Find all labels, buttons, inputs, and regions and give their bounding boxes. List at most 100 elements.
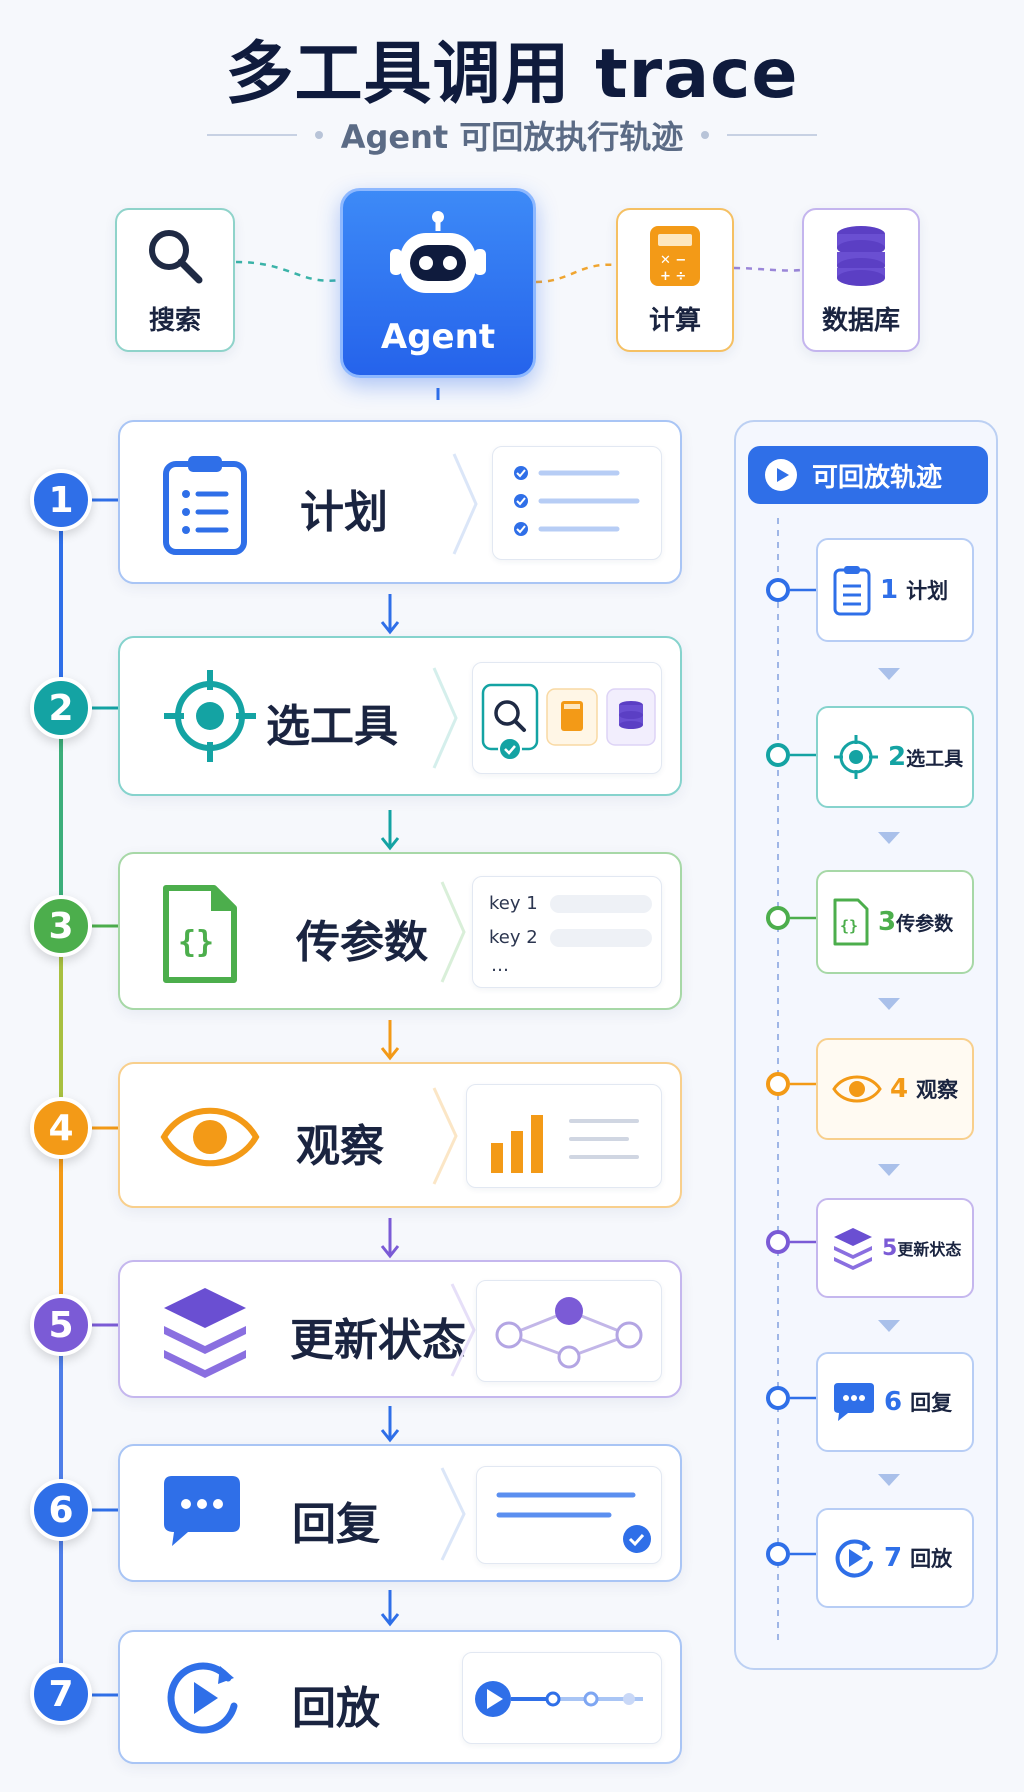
param-row-2: key 2 [489, 927, 652, 948]
page-subtitle: Agent 可回放执行轨迹 [340, 118, 684, 156]
replay-num-4: 4 [890, 1074, 909, 1104]
agent-label: Agent [380, 317, 496, 357]
chevron-right-icon [452, 453, 478, 555]
step-3-params-panel: key 1 key 2 … [472, 876, 662, 988]
replay-item-7[interactable]: 7 回放 [816, 1508, 974, 1608]
arrow-2-3 [380, 810, 400, 851]
param-value-2 [549, 928, 652, 947]
replay-label-4: 观察 [916, 1078, 959, 1102]
replay-item-5[interactable]: 5 更新状态 [816, 1198, 974, 1298]
checklist-graphic [514, 466, 640, 536]
chevron-right-icon [440, 881, 466, 983]
step-4-card: 观察 [118, 1062, 682, 1208]
eye-icon [832, 1075, 882, 1103]
eye-icon [160, 1107, 260, 1167]
replay-label-5: 更新状态 [897, 1240, 962, 1259]
target-icon [834, 735, 878, 779]
svg-text:{}: {} [178, 925, 214, 960]
replay-dashed-line [777, 518, 816, 1642]
tool-selection-graphic [481, 683, 656, 761]
svg-text:{}: {} [840, 917, 858, 935]
replay-label-6: 回复 [910, 1391, 953, 1415]
svg-text:✕ −: ✕ − [660, 253, 686, 268]
param-ellipsis: … [491, 955, 509, 976]
replay-item-4[interactable]: 4 观察 [816, 1038, 974, 1140]
arrow-5-6 [380, 1406, 400, 1443]
replay-header: 可回放轨迹 [748, 446, 988, 504]
agent-down-arrow [436, 388, 440, 400]
clipboard-icon [833, 566, 871, 616]
divider-right [727, 134, 818, 136]
replay-dot-6 [766, 1386, 790, 1410]
step-7-label: 回放 [292, 1683, 380, 1734]
code-file-icon: {} [163, 885, 237, 983]
step-1-checklist-panel [492, 446, 662, 560]
replay-num-6: 6 [884, 1387, 903, 1417]
replay-num-1: 1 [880, 575, 899, 605]
replay-item-1[interactable]: 1 计划 [816, 538, 974, 642]
step-4-results-panel [466, 1084, 662, 1188]
tool-connectors [235, 260, 803, 400]
replay-dot-3 [766, 906, 790, 930]
chevron-right-icon [432, 1087, 458, 1185]
code-file-icon: {} [833, 898, 869, 946]
replay-arrow-5 [878, 1320, 900, 1332]
chevron-right-icon [432, 667, 458, 769]
step-7-playback-panel [462, 1652, 662, 1744]
step-1-label: 计划 [300, 487, 388, 538]
tool-calc-label: 计算 [648, 305, 701, 336]
param-key-2: key 2 [489, 927, 538, 948]
replay-num-5: 5 [882, 1235, 898, 1261]
replay-arrow-3 [878, 998, 900, 1010]
replay-dot-1 [766, 578, 790, 602]
param-value-1 [549, 894, 652, 913]
replay-item-2[interactable]: 2 选工具 [816, 706, 974, 808]
step-2-tools-panel [472, 662, 662, 774]
step-6-label: 回复 [292, 1499, 380, 1550]
replay-label-3: 传参数 [896, 912, 954, 935]
replay-icon [835, 1539, 873, 1578]
replay-dot-4 [766, 1072, 790, 1096]
replay-item-6[interactable]: 6 回复 [816, 1352, 974, 1452]
arrow-3-4 [380, 1020, 400, 1061]
page-title: 多工具调用 trace [225, 35, 799, 114]
replay-item-3[interactable]: {} 3 传参数 [816, 870, 974, 974]
arrow-6-7 [380, 1590, 400, 1627]
step-4-badge: 4 [30, 1097, 92, 1159]
layers-icon [834, 1228, 872, 1270]
calculator-icon: ✕ − + ÷ [650, 225, 700, 286]
tool-search-card: 搜索 [115, 208, 235, 352]
arrow-4-5 [380, 1218, 400, 1259]
step-2-label: 选工具 [266, 701, 398, 752]
database-icon [837, 225, 885, 286]
step-3-card: {} 传参数 key 1 key 2 … [118, 852, 682, 1010]
param-row-1: key 1 [489, 893, 652, 914]
target-icon [164, 670, 256, 762]
step-6-badge: 6 [30, 1479, 92, 1541]
step-1-badge: 1 [30, 469, 92, 531]
replay-label-7: 回放 [910, 1547, 953, 1571]
state-graph-graphic [495, 1297, 643, 1369]
db-connector [733, 266, 803, 272]
tool-calc-card: ✕ − + ÷ 计算 [616, 208, 734, 352]
step-3-badge: 3 [30, 895, 92, 957]
search-connector [235, 260, 341, 282]
replay-dot-7 [766, 1542, 790, 1566]
step-5-card: 更新状态 [118, 1260, 682, 1398]
divider-left [206, 134, 297, 136]
param-key-1: key 1 [489, 893, 538, 914]
replay-num-7: 7 [884, 1543, 903, 1573]
robot-icon [390, 211, 486, 293]
tool-db-label: 数据库 [821, 305, 900, 336]
replay-num-2: 2 [888, 742, 907, 772]
step-2-badge: 2 [30, 677, 92, 739]
chat-bubble-icon [164, 1476, 240, 1546]
chevron-right-icon [450, 1283, 476, 1377]
agent-card: Agent [340, 188, 536, 378]
replay-arrow-4 [878, 1164, 900, 1176]
replay-arrow-1 [878, 668, 900, 680]
divider-dot-right [701, 131, 710, 139]
replay-dot-5 [766, 1230, 790, 1254]
replay-title: 可回放轨迹 [812, 462, 943, 493]
